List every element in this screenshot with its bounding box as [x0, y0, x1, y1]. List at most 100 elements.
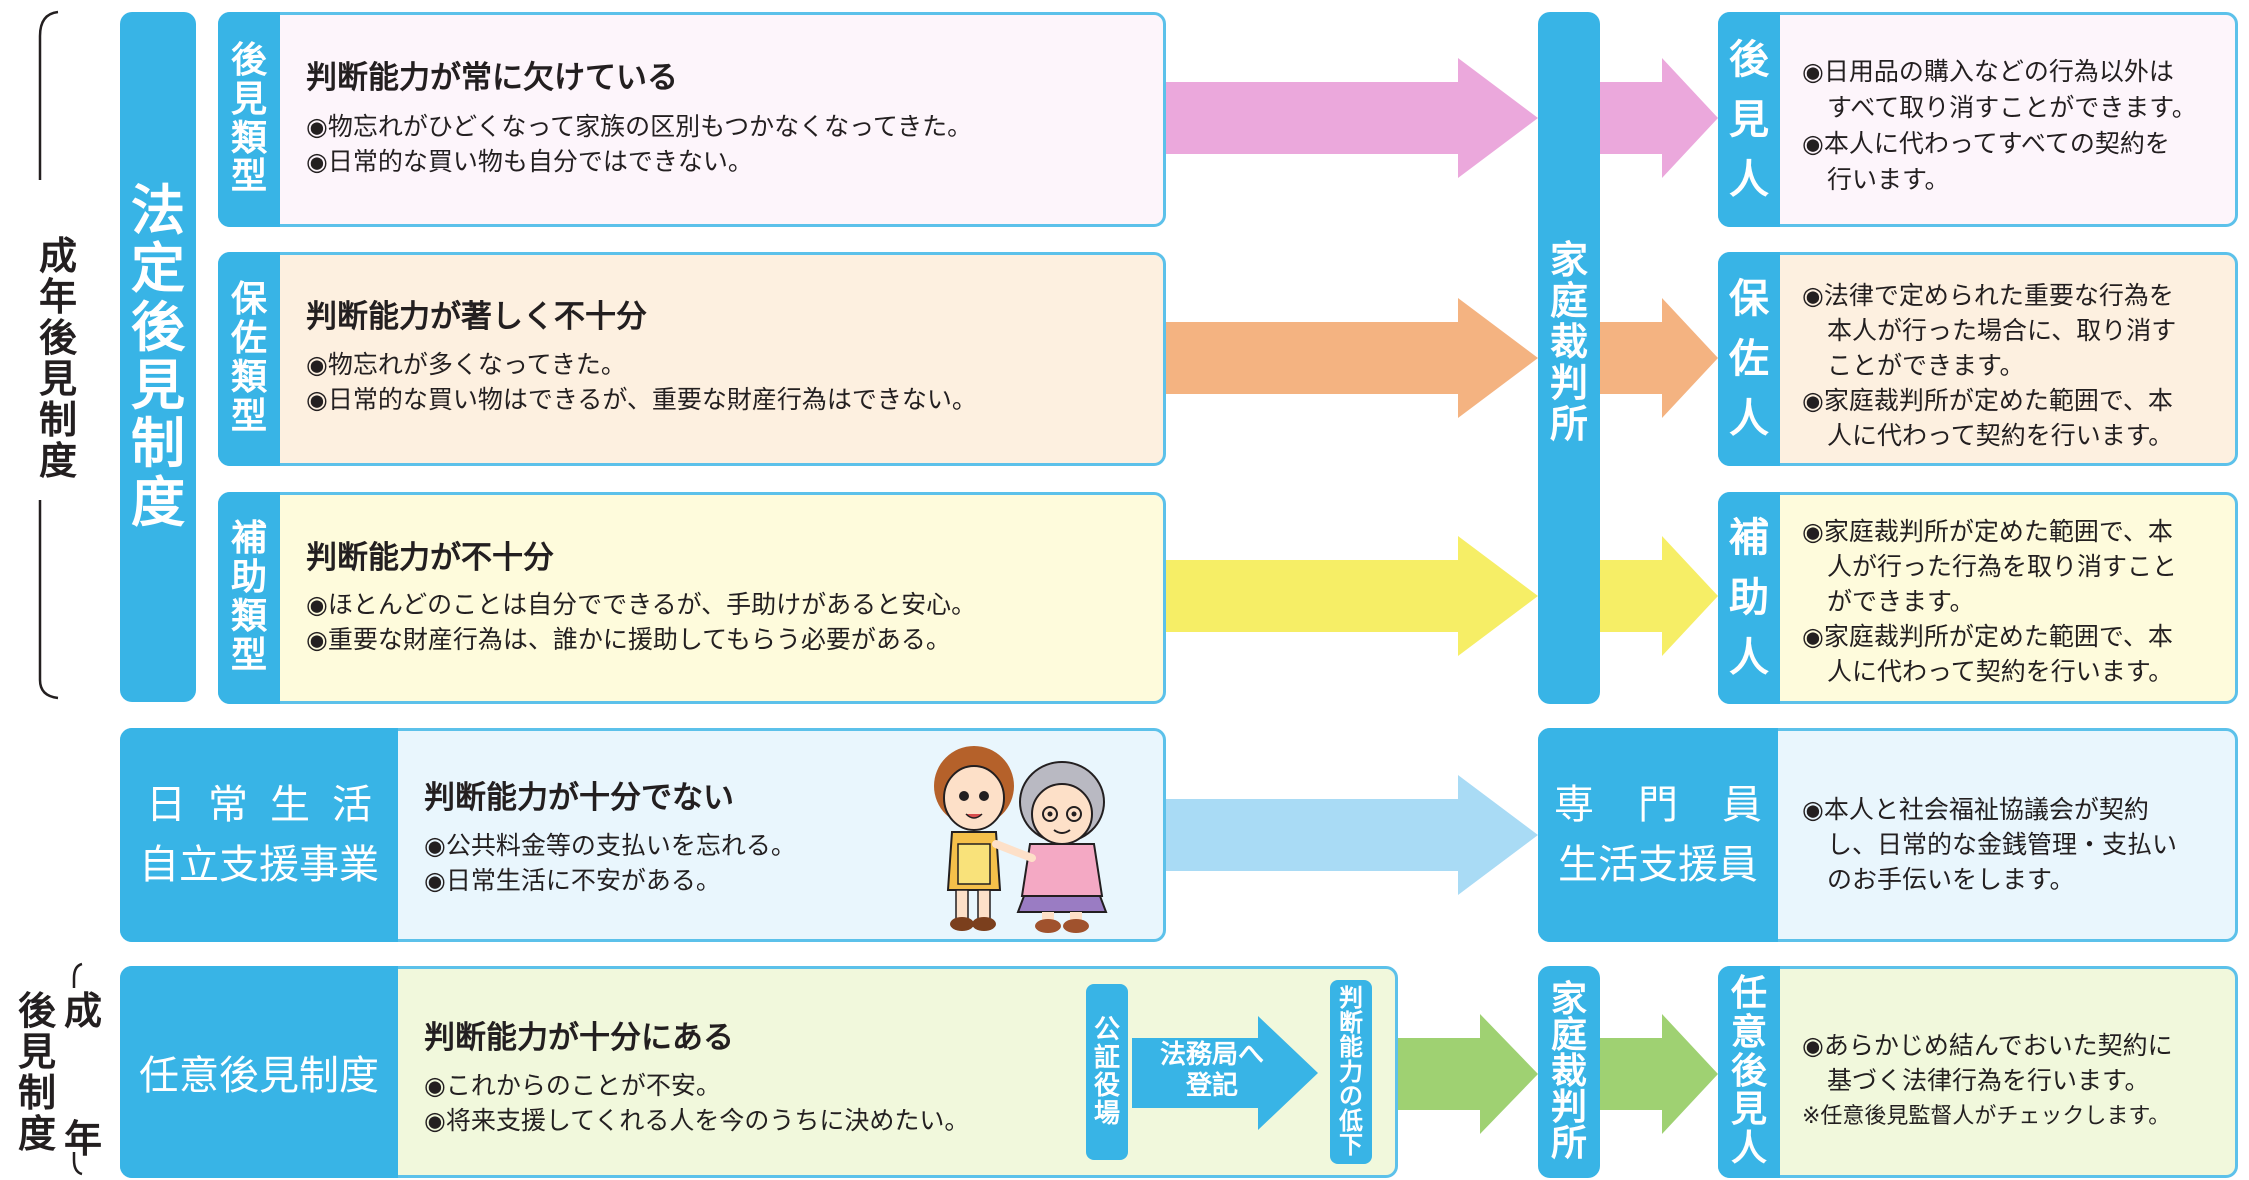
vertical-char: 裁	[1549, 320, 1588, 365]
voluntary-to-court-arrow	[1398, 1014, 1538, 1134]
hojo-to-court-arrow	[1166, 536, 1538, 656]
hojo-role-line-3: ができます。	[1802, 587, 1975, 616]
hojo-heading: 判断能力が不十分	[306, 540, 554, 576]
hojo-role-card	[1718, 492, 2238, 704]
kouken-role-label: 後見人	[1718, 12, 1780, 227]
hosa-to-court-arrow	[1166, 298, 1538, 418]
vertical-char: 型	[230, 634, 267, 676]
vertical-char: 下	[1339, 1131, 1363, 1160]
kouken-type-label: 後見類型	[218, 12, 280, 227]
voluntary-role-label: 任意後見人	[1718, 966, 1780, 1178]
vertical-char: 力	[1339, 1057, 1363, 1086]
legal-bracket-label: 成年後見制度	[34, 228, 82, 490]
vertical-char: 低	[1339, 1106, 1363, 1135]
vertical-char: 判	[1339, 984, 1363, 1013]
vertical-char: 庭	[1549, 279, 1588, 324]
family-court-label: 家庭裁判所	[1538, 12, 1600, 704]
vertical-char: 類	[230, 596, 267, 637]
vertical-char: 保	[230, 279, 267, 321]
hojo-role-line-1: ◉家庭裁判所が定めた範囲で、本	[1802, 517, 2173, 546]
kouken-card	[218, 12, 1166, 227]
vertical-char: 家	[1549, 238, 1588, 282]
voluntary-bracket-label-col1: 後見制度	[14, 978, 60, 1168]
vertical-char: 見	[131, 354, 185, 417]
vertical-char: 所	[1550, 1123, 1587, 1164]
vertical-char: 公	[1093, 1014, 1120, 1045]
voluntary-bracket	[72, 962, 83, 1176]
registration-line1: 法務局へ	[1159, 1040, 1264, 1070]
daily-life-label: 日常生活 自立支援事業	[120, 728, 398, 942]
hosa-role-line-4: ◉家庭裁判所が定めた範囲で、本	[1802, 386, 2173, 415]
staff-label-line1: 専門員	[1554, 782, 1806, 828]
vertical-char: 成	[38, 233, 77, 278]
vertical-char: 任	[1730, 972, 1767, 1014]
vertical-char: 度	[17, 1112, 56, 1157]
hojo-role-line-4: ◉家庭裁判所が定めた範囲で、本	[1802, 622, 2173, 651]
vertical-char: 人	[1729, 156, 1769, 203]
vertical-char: 後	[131, 295, 185, 359]
kouken-line-2: ◉日常的な買い物も自分ではできない。	[306, 147, 753, 176]
court-to-hosa-role-arrow	[1600, 298, 1718, 418]
vertical-char: 型	[230, 395, 267, 437]
vertical-char: 人	[1729, 635, 1769, 681]
vertical-char: 判	[1549, 361, 1588, 406]
vertical-char: 証	[1093, 1042, 1120, 1073]
staff-role-line-3: のお手伝いをします。	[1802, 865, 2075, 894]
vertical-char: 後	[1729, 36, 1769, 83]
vertical-char: 家	[1550, 979, 1587, 1020]
voluntary-bracket-label-col2-bottom: 年	[64, 1117, 103, 1161]
kouken-to-court-arrow	[1166, 58, 1538, 178]
vertical-char: 裁	[1550, 1051, 1587, 1092]
kouken-role-line-2: すべて取り消すことができます。	[1802, 93, 2197, 122]
daily-life-line-1: ◉公共料金等の支払いを忘れる。	[424, 831, 796, 860]
hosa-type-label: 保佐類型	[218, 252, 280, 466]
hosa-role-line-3: ことができます。	[1802, 351, 2025, 380]
vertical-char: 見	[1729, 96, 1769, 143]
hosa-role-card	[1718, 252, 2238, 466]
vertical-char: 後	[17, 988, 56, 1033]
vertical-char: 類	[230, 117, 267, 159]
daily-life-heading: 判断能力が十分でない	[424, 780, 734, 816]
voluntary-line-1: ◉これからのことが不安。	[424, 1071, 721, 1100]
vertical-char: 意	[1730, 1011, 1767, 1053]
vertical-char: 保	[1729, 276, 1769, 322]
hosa-heading: 判断能力が著しく不十分	[306, 299, 647, 335]
vertical-char: 能	[1339, 1033, 1363, 1062]
kouken-role-line-4: 行います。	[1802, 165, 1950, 194]
vertical-char: 型	[230, 156, 267, 198]
daily-life-line-2: ◉日常生活に不安がある。	[424, 866, 721, 895]
hojo-role-label: 補助人	[1718, 492, 1780, 704]
voluntary-role-note: ※任意後見監督人がチェックします。	[1802, 1104, 2171, 1129]
vertical-char: 断	[1339, 1008, 1363, 1037]
daily-life-label-line2: 自立支援事業	[139, 842, 379, 888]
vertical-char: 後	[1730, 1050, 1767, 1092]
staff-label-line2: 生活支援員	[1558, 842, 1758, 888]
vertical-char: 人	[1730, 1128, 1767, 1170]
kouken-line-1: ◉物忘れがひどくなって家族の区別もつかなくなってきた。	[306, 112, 973, 141]
registration-arrow	[1132, 1016, 1318, 1130]
hosa-line-1: ◉物忘れが多くなってきた。	[306, 350, 626, 379]
vertical-char: 佐	[1729, 336, 1769, 382]
kouken-role-line-1: ◉日用品の購入などの行為以外は	[1802, 57, 2174, 86]
vertical-char: 定	[131, 237, 185, 301]
staff-label: 専門員 生活支援員	[1538, 728, 1778, 942]
vertical-char: 助	[230, 557, 267, 599]
vertical-char: 度	[38, 439, 77, 484]
vertical-char: 補	[230, 518, 267, 560]
vertical-char: 場	[1093, 1099, 1120, 1130]
vertical-char: 制	[38, 398, 77, 443]
hojo-role-line-2: 人が行った行為を取り消すこと	[1802, 552, 2178, 581]
notary-office-label: 公証役場	[1086, 984, 1128, 1160]
vertical-char: 所	[1549, 402, 1588, 447]
vertical-char: 類	[230, 357, 267, 398]
registration-label: 法務局へ 登記	[1150, 1040, 1274, 1102]
vertical-char: 見	[1730, 1089, 1767, 1131]
vertical-char: 判	[1550, 1087, 1587, 1128]
staff-role-line-2: し、日常的な金銭管理・支払い	[1802, 830, 2178, 859]
vertical-char: 人	[1729, 396, 1769, 442]
staff-role-line-1: ◉本人と社会福祉協議会が契約	[1802, 795, 2149, 824]
hojo-type-label: 補助類型	[218, 492, 280, 704]
vertical-char: 助	[1729, 575, 1769, 621]
vertical-char: 制	[17, 1071, 56, 1115]
legal-system-label: 法定後見制度	[120, 12, 196, 702]
